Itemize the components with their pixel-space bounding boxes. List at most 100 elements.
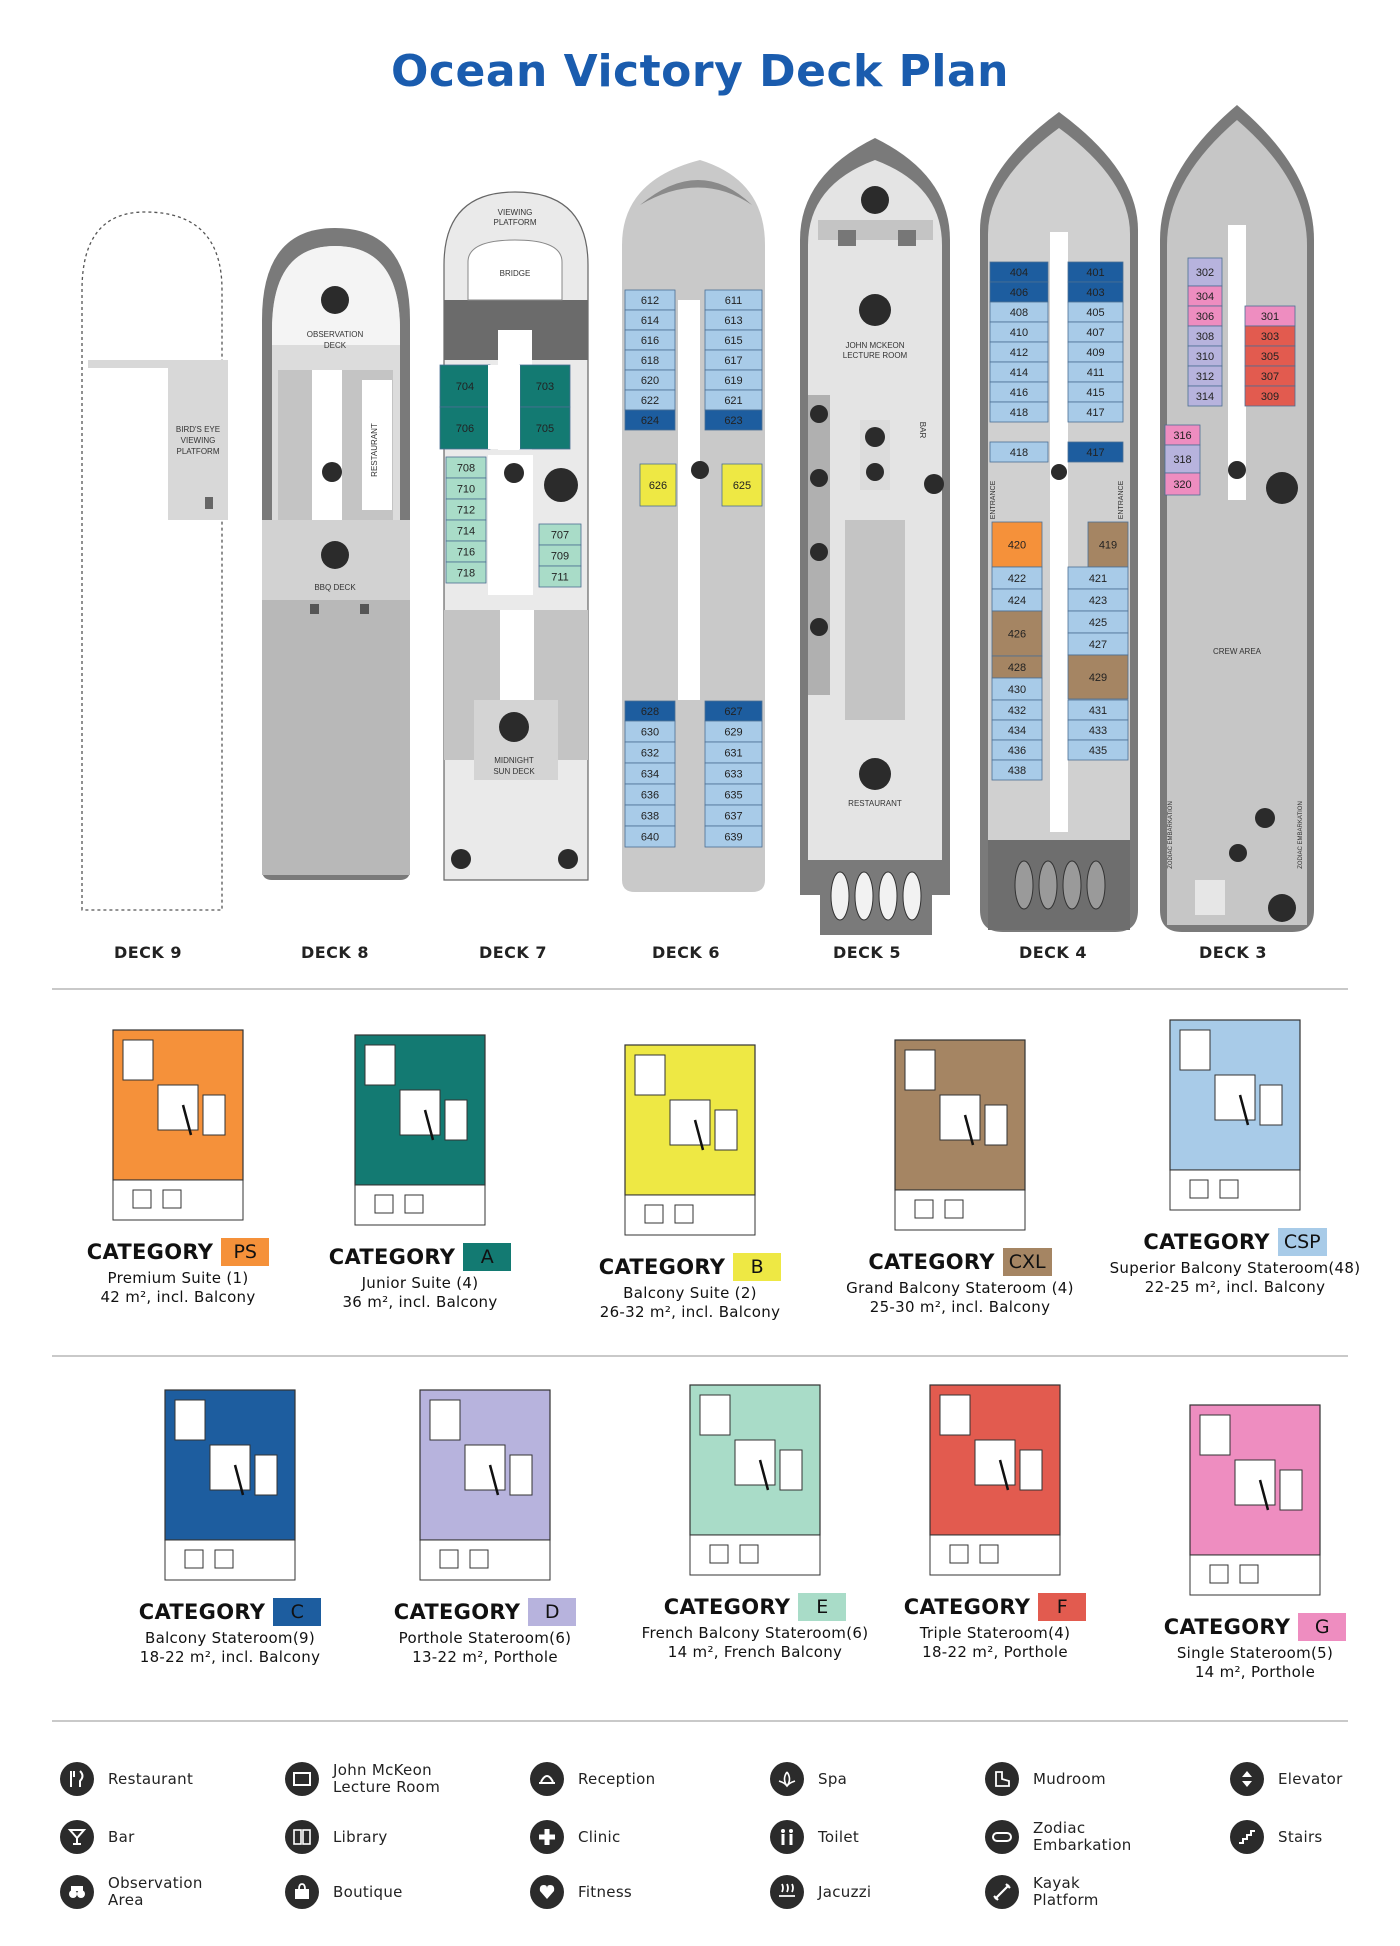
cabin-number: 627 <box>724 706 742 718</box>
category-description: Single Stateroom(5) <box>1176 1644 1334 1662</box>
cabin: 309 <box>1244 385 1296 407</box>
cabin: 411 <box>1067 361 1124 383</box>
binoculars-icon <box>321 286 349 314</box>
clinic-icon <box>1266 472 1298 504</box>
cabin-number: 612 <box>641 295 659 307</box>
cabin-number: 303 <box>1261 331 1279 343</box>
cabin-number: 621 <box>724 395 742 407</box>
cabin-number: 308 <box>1196 331 1214 343</box>
deck-surface <box>808 160 942 860</box>
cabin-number: 305 <box>1261 351 1279 363</box>
cabin-number: 302 <box>1196 267 1214 279</box>
cabin: 425 <box>1067 610 1129 634</box>
corridor <box>678 300 700 700</box>
cabin-number: 410 <box>1010 327 1028 339</box>
cabin-number: 434 <box>1008 725 1026 737</box>
cabin-number: 628 <box>641 706 659 718</box>
cabin: 424 <box>991 588 1043 612</box>
cabin: 710 <box>445 477 487 500</box>
cabin-floorplan <box>419 1389 551 1581</box>
elevator-icon <box>866 463 884 481</box>
elevator-icon <box>1051 464 1067 480</box>
chair <box>914 1199 934 1219</box>
cabin-box <box>639 463 677 507</box>
cabin: 623 <box>704 409 763 431</box>
deck-label: DECK 4 <box>1018 943 1088 962</box>
cabin-box <box>1067 739 1129 761</box>
lecture-room-icon <box>285 1762 319 1796</box>
stairs-mark <box>898 230 916 246</box>
cabin: 314 <box>1187 385 1223 407</box>
cabin-number: 629 <box>724 727 742 739</box>
cabin-number: 623 <box>724 415 742 427</box>
mudroom-icon <box>985 1762 1019 1796</box>
bathroom <box>122 1039 154 1081</box>
window <box>423 1109 435 1141</box>
cabin-number: 407 <box>1086 327 1104 339</box>
cabin: 630 <box>624 720 676 743</box>
cabin-number: 419 <box>1099 540 1117 552</box>
cabin: 714 <box>445 519 487 542</box>
cabin-number: 630 <box>641 727 659 739</box>
corridor <box>1050 232 1068 832</box>
zodiac-boat <box>854 871 874 921</box>
window <box>181 1104 193 1136</box>
chair <box>949 1544 969 1564</box>
cabin-number: 415 <box>1086 387 1104 399</box>
aft-deck <box>262 600 410 875</box>
cabin-floorplan <box>354 1034 486 1226</box>
legend-item: Bar <box>60 1820 135 1854</box>
toilet-icon <box>924 474 944 494</box>
cabin: 620 <box>624 369 676 391</box>
bow <box>640 180 752 205</box>
binoculars-icon <box>321 541 349 569</box>
cabin-number: 306 <box>1196 311 1214 323</box>
cabin-number: 421 <box>1089 573 1107 585</box>
cabin: 624 <box>624 409 676 431</box>
category-word: CATEGORY <box>1143 1230 1270 1254</box>
chair <box>184 1549 204 1569</box>
balcony <box>624 1194 756 1236</box>
cabin: 627 <box>704 700 763 722</box>
cabin: 703 <box>519 364 571 408</box>
cabin: 423 <box>1067 588 1129 612</box>
bed <box>939 1094 981 1141</box>
chair <box>979 1544 999 1564</box>
cabin-floorplan <box>1169 1019 1301 1211</box>
cabin-number: 712 <box>457 505 475 517</box>
area-label: PLATFORM <box>177 447 220 456</box>
area-label: BAR <box>918 422 927 439</box>
area-label: VIEWING <box>498 208 533 217</box>
cabin-number: 620 <box>641 375 659 387</box>
cabin-box <box>721 463 763 507</box>
cabin: 632 <box>624 741 676 764</box>
category-code-badge: A <box>463 1243 512 1271</box>
area-label: VIEWING <box>181 436 216 445</box>
category-code-badge: B <box>733 1253 782 1281</box>
cabin: 633 <box>704 762 763 785</box>
cabin: 320 <box>1164 472 1201 496</box>
cabin-number: 704 <box>456 381 474 393</box>
cabin: 428 <box>991 655 1043 679</box>
cabin-number: 416 <box>1010 387 1028 399</box>
kayak-icon <box>985 1875 1019 1909</box>
cabin: 430 <box>991 677 1043 701</box>
cabin: 628 <box>624 700 676 722</box>
cabin: 634 <box>624 762 676 785</box>
balcony <box>929 1534 1061 1576</box>
legend-item: Observation Area <box>60 1875 203 1909</box>
cabin-floorplan <box>929 1384 1061 1576</box>
cabin: 621 <box>704 389 763 411</box>
elevator-icon <box>1051 464 1067 480</box>
cabin-number: 710 <box>457 484 475 496</box>
bed <box>669 1099 711 1146</box>
cabin-number: 431 <box>1089 705 1107 717</box>
legend-label: Zodiac Embarkation <box>1033 1819 1132 1854</box>
bathroom <box>364 1044 396 1086</box>
area-label: SUN DECK <box>493 767 535 776</box>
binoculars-icon <box>321 286 349 314</box>
